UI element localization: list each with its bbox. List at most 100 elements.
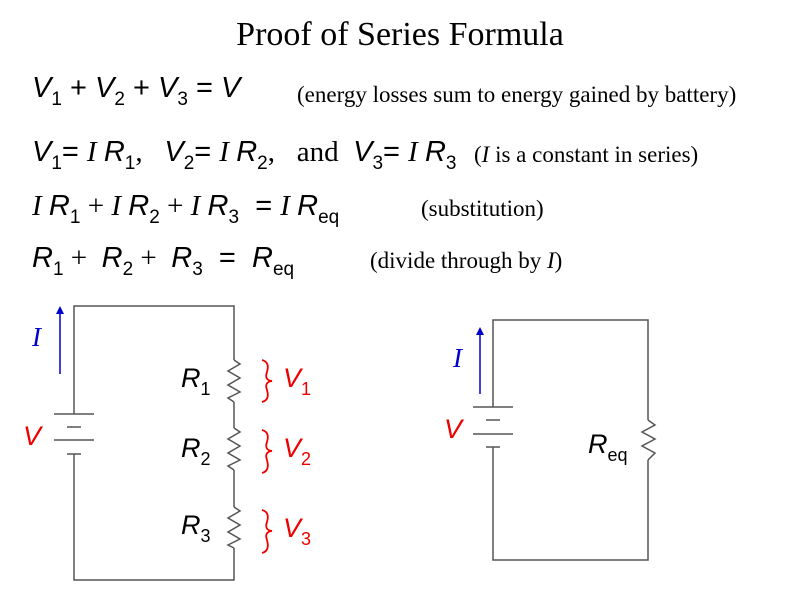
label-v3: V3 [283, 513, 312, 549]
equation-4-note: (divide through by I) [370, 248, 562, 274]
subscript: 2 [183, 153, 195, 174]
math-text: R [171, 242, 193, 274]
math-text: = [194, 136, 220, 168]
label-req: Req [588, 429, 628, 465]
equation-4: R1 + R2 + R3 = Req [32, 242, 294, 281]
math-text: I [280, 190, 298, 222]
series-current-arrow [56, 306, 64, 374]
subscript: 2 [257, 153, 268, 174]
equivalent-wire [492, 319, 649, 561]
brace-v2 [261, 429, 273, 474]
subscript: 1 [51, 89, 62, 110]
math-text: I [32, 190, 49, 222]
math-text: + [61, 72, 95, 104]
series-wire [73, 305, 235, 581]
label-r1: R1 [181, 363, 211, 399]
math-text: R [297, 190, 319, 222]
label-v2: V2 [283, 433, 312, 469]
equation-2: V1= I R1, V2= I R2, and V3= I R3 [32, 136, 457, 175]
math-text: + [124, 72, 158, 104]
equivalent-current-label: I [453, 343, 462, 373]
math-text: (divide through by [370, 248, 547, 273]
math-text: I [111, 190, 129, 222]
math-text: V [157, 72, 178, 104]
math-text: R [251, 242, 273, 274]
math-text: I [190, 190, 208, 222]
battery-symbol-2 [473, 406, 513, 448]
equivalent-source-label: V [444, 414, 463, 444]
equivalent-circuit [473, 319, 657, 561]
math-text: V [164, 136, 184, 168]
brace-v3 [261, 509, 273, 554]
subscript: 3 [228, 207, 240, 228]
subscript: 3 [372, 153, 384, 174]
subscript: 1 [51, 153, 62, 174]
math-text: R [424, 136, 446, 168]
subscript: 3 [445, 153, 457, 174]
math-text: ( [474, 142, 482, 167]
math-text: V [353, 136, 373, 168]
brace-v1 [261, 359, 273, 403]
math-text: V [220, 72, 241, 104]
subscript: 2 [122, 259, 134, 280]
math-text: , [135, 136, 165, 168]
subscript: 3 [177, 89, 188, 110]
math-text: I [481, 142, 490, 167]
math-text: = [202, 242, 252, 274]
subscript: eq [272, 259, 295, 280]
math-text: I [86, 136, 104, 168]
equation-3-note: (substitution) [421, 196, 544, 222]
subscript: eq [318, 207, 340, 228]
math-text: R [207, 190, 229, 222]
label-r2: R2 [181, 433, 211, 469]
math-text: = [187, 72, 221, 104]
series-circuit [54, 305, 242, 581]
resistor-r3 [226, 506, 242, 549]
battery-symbol [54, 413, 94, 455]
math-text: R [236, 136, 258, 168]
math-text: + [80, 190, 112, 222]
equivalent-current-arrow [476, 327, 484, 394]
math-text: R [32, 242, 53, 274]
resistor-r2 [226, 427, 242, 471]
subscript: 3 [192, 259, 203, 280]
math-text: (substitution) [421, 196, 544, 221]
math-text: ) [554, 248, 563, 273]
math-text: = [239, 190, 281, 222]
label-v1: V1 [283, 363, 312, 399]
equation-1-note: (energy losses sum to energy gained by b… [297, 82, 736, 108]
math-text: V [32, 72, 52, 104]
math-text: + [159, 190, 191, 222]
series-source-label: V [23, 421, 42, 451]
subscript: 1 [52, 259, 64, 280]
math-text: I [408, 136, 425, 168]
math-text: is a constant in series) [489, 142, 699, 167]
subscript: 2 [149, 207, 160, 228]
equation-3: I R1 + I R2 + I R3 = I Req [32, 190, 339, 229]
math-text: V [32, 136, 52, 168]
subscript: 1 [69, 207, 81, 228]
math-text: I [219, 136, 237, 168]
subscript: 1 [124, 153, 136, 174]
slide-title: Proof of Series Formula [236, 16, 564, 53]
math-text: , and [267, 136, 354, 168]
series-current-label: I [32, 322, 41, 352]
voltage-braces [261, 359, 273, 554]
equation-2-note: (I is a constant in series) [474, 142, 698, 168]
math-text: R [128, 190, 150, 222]
equation-1: V1 + V2 + V3 = V [32, 72, 240, 111]
math-text: R [103, 136, 125, 168]
label-r3: R3 [181, 510, 211, 546]
math-text: V [94, 72, 115, 104]
math-text: R [48, 190, 70, 222]
resistor-r1 [226, 359, 242, 403]
math-text: + [63, 242, 102, 274]
subscript: 2 [114, 89, 125, 110]
math-text: I [546, 248, 555, 273]
math-text: + [133, 242, 172, 274]
resistor-req [640, 419, 657, 461]
math-text: (energy losses sum to energy gained by b… [297, 82, 737, 107]
math-text: = [383, 136, 409, 168]
